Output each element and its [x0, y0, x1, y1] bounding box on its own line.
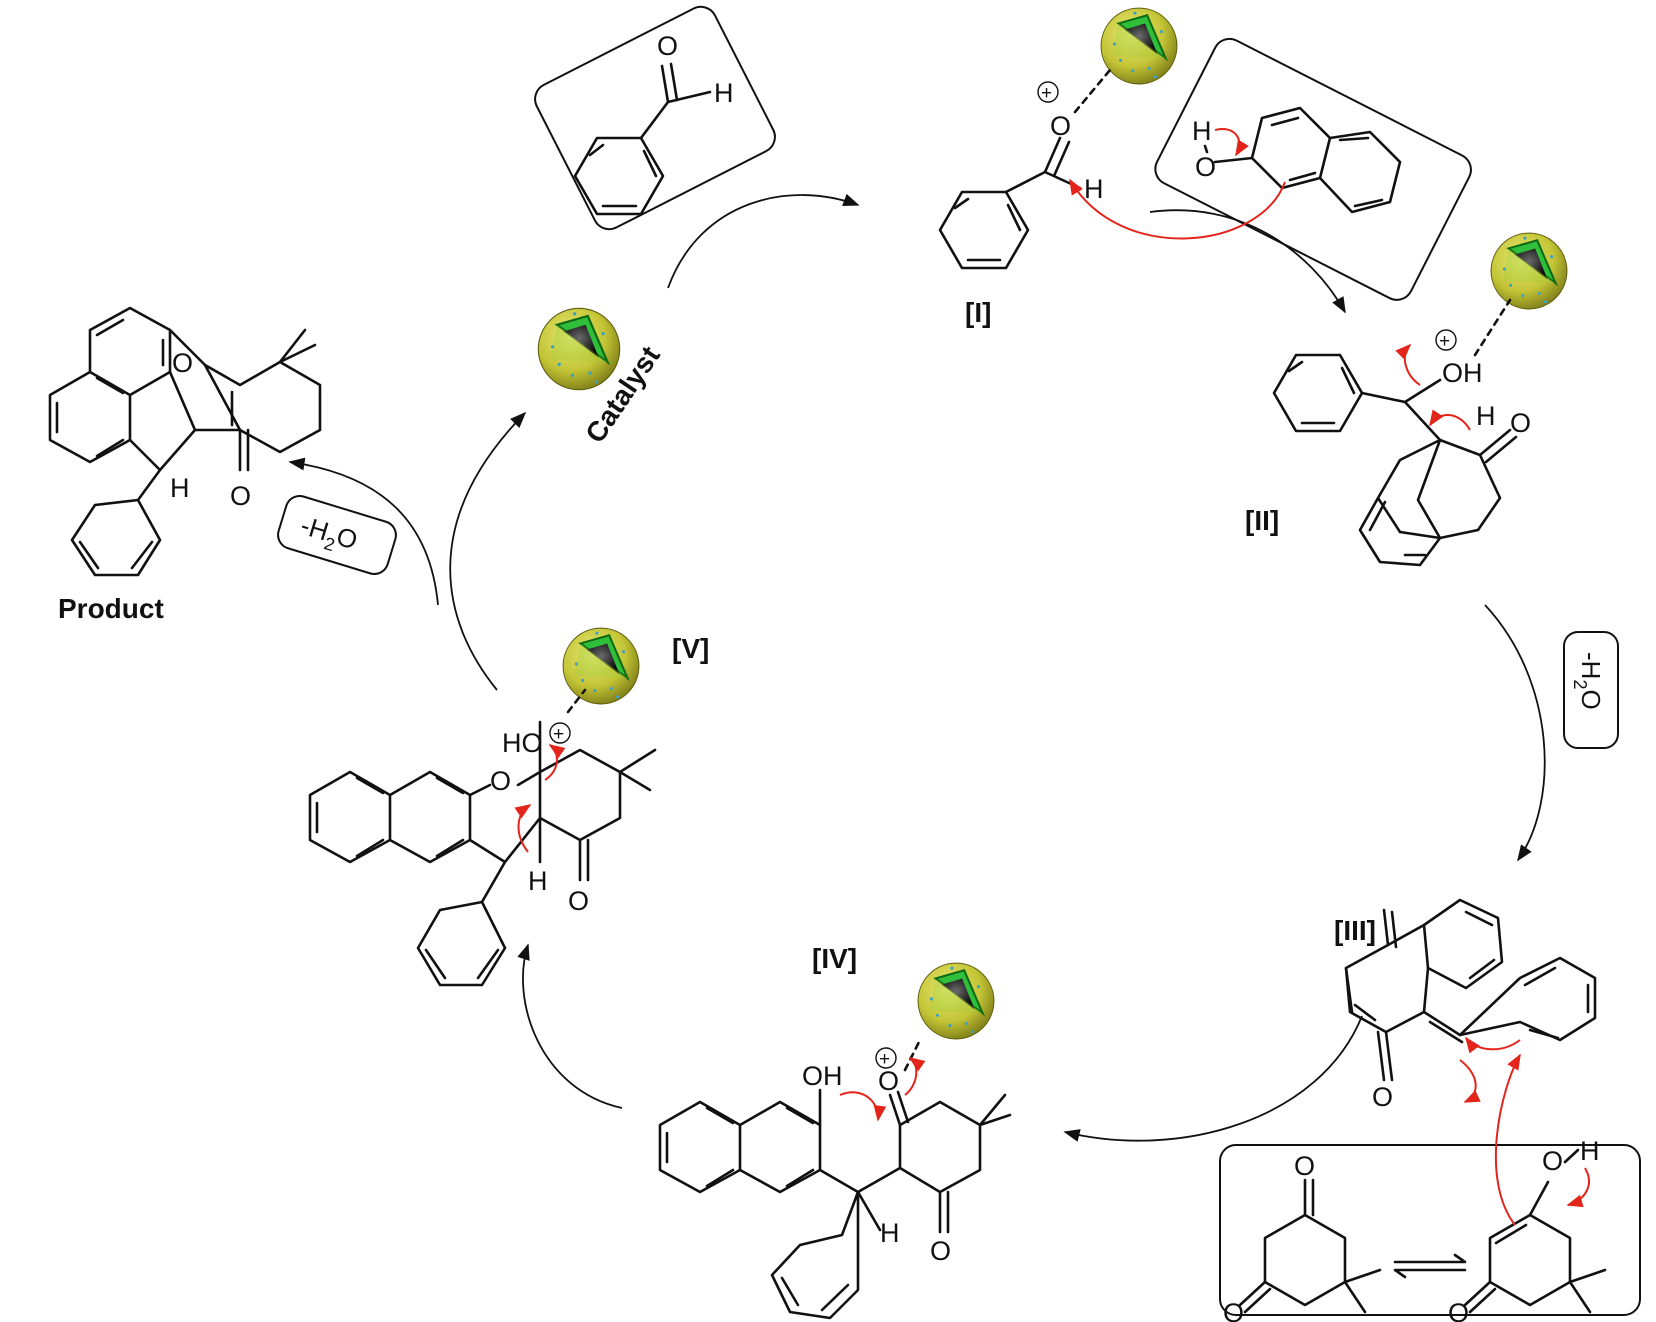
intermediate-ii-structure: OH + H O	[1272, 298, 1531, 567]
catalyst-sphere-i2	[1490, 232, 1568, 310]
svg-text:O: O	[1223, 1298, 1244, 1322]
push-arrow-iv-co	[904, 1057, 926, 1096]
svg-text:O: O	[172, 348, 193, 378]
naphthol-structure: O H	[1192, 106, 1402, 214]
catalyst-sphere	[537, 307, 621, 391]
dimedone-diketo-structure: O O	[1223, 1151, 1382, 1322]
push-arrow-ii-oh	[1395, 343, 1421, 386]
svg-text:O: O	[568, 886, 589, 916]
intermediate-v-structure: O HO + O H	[308, 688, 657, 987]
svg-text:H: H	[1580, 1136, 1600, 1166]
svg-text:H: H	[1476, 401, 1496, 431]
svg-text:H: H	[1192, 116, 1212, 146]
intermediate-label-i1: [I]	[965, 297, 991, 328]
svg-text:-H2O: -H2O	[1570, 652, 1606, 710]
svg-text:-H2O: -H2O	[295, 510, 361, 561]
svg-text:O: O	[657, 31, 678, 61]
catalyst-sphere-i1	[1100, 7, 1178, 85]
svg-text:+: +	[1439, 331, 1450, 352]
push-arrow-v-ho	[544, 744, 566, 781]
dimedone-box	[1219, 1144, 1641, 1316]
svg-text:O: O	[1294, 1151, 1315, 1181]
svg-text:+: +	[553, 724, 564, 745]
push-arrow-iii-b	[1459, 1059, 1481, 1103]
cycle-arrow-i3-to-i4	[1063, 1015, 1363, 1142]
intermediate-label-i3: [III]	[1334, 915, 1376, 946]
benzaldehyde-structure: O H	[573, 31, 734, 216]
push-arrow-iv-oh	[839, 1091, 887, 1122]
catalyst-sphere-i5	[562, 627, 640, 705]
svg-text:OH: OH	[802, 1061, 843, 1091]
svg-text:H: H	[528, 866, 548, 896]
svg-text:O: O	[930, 1236, 951, 1266]
svg-text:H: H	[170, 473, 190, 503]
naphthol-box	[1154, 37, 1472, 301]
cycle-arrow-i5-to-catalyst	[449, 411, 527, 691]
dehydration-box-left: -H2O	[277, 494, 397, 576]
svg-text:H: H	[880, 1218, 900, 1248]
svg-text:O: O	[1510, 408, 1531, 438]
svg-text:HO: HO	[502, 728, 543, 758]
product-label: Product	[58, 593, 164, 624]
push-arrow-v-h	[514, 804, 532, 853]
svg-text:+: +	[879, 1049, 890, 1070]
push-arrow-naphthol-attack	[1069, 178, 1286, 240]
svg-text:+: +	[1041, 83, 1052, 104]
svg-text:O: O	[1050, 111, 1071, 141]
svg-text:O: O	[1542, 1146, 1563, 1176]
svg-text:O: O	[1448, 1298, 1469, 1322]
push-arrow-enol-h	[1566, 1167, 1590, 1208]
intermediate-iii-structure: O	[1344, 898, 1597, 1112]
intermediate-iv-structure: OH H O + O	[658, 1038, 1012, 1320]
svg-text:H: H	[714, 78, 734, 108]
svg-text:O: O	[1372, 1082, 1393, 1112]
svg-text:O: O	[1195, 152, 1216, 182]
push-arrow-ii-h	[1429, 409, 1471, 431]
product-structure: O O H	[48, 306, 322, 577]
push-arrow-oh	[1214, 128, 1249, 157]
dimedone-enol-structure: O H O	[1448, 1136, 1607, 1322]
cycle-arrow-to-product	[288, 457, 439, 606]
svg-text:O: O	[230, 481, 251, 511]
svg-text:H: H	[1084, 174, 1104, 204]
intermediate-label-i4: [IV]	[812, 943, 857, 974]
cycle-arrow-i1-to-i2	[1149, 209, 1346, 314]
intermediate-i1-structure: O H +	[938, 68, 1112, 270]
cycle-arrow-catalyst-to-i1	[667, 193, 860, 289]
dehydration-box-right: -H2O	[1563, 631, 1619, 749]
cycle-arrow-i4-to-i5	[517, 943, 623, 1109]
cycle-arrow-i2-to-i3	[1484, 604, 1546, 862]
svg-text:O: O	[878, 1066, 899, 1096]
intermediate-label-i2: [II]	[1245, 505, 1279, 536]
push-arrow-iii-a	[1465, 1036, 1521, 1054]
svg-text:OH: OH	[1442, 358, 1483, 388]
svg-text:O: O	[490, 766, 511, 796]
catalyst-sphere-i4	[917, 962, 995, 1040]
intermediate-label-i5: [V]	[672, 633, 709, 664]
benzaldehyde-box	[534, 5, 776, 231]
equilibrium-arrows	[1393, 1253, 1467, 1279]
push-arrow-enol-attack	[1494, 1053, 1521, 1226]
